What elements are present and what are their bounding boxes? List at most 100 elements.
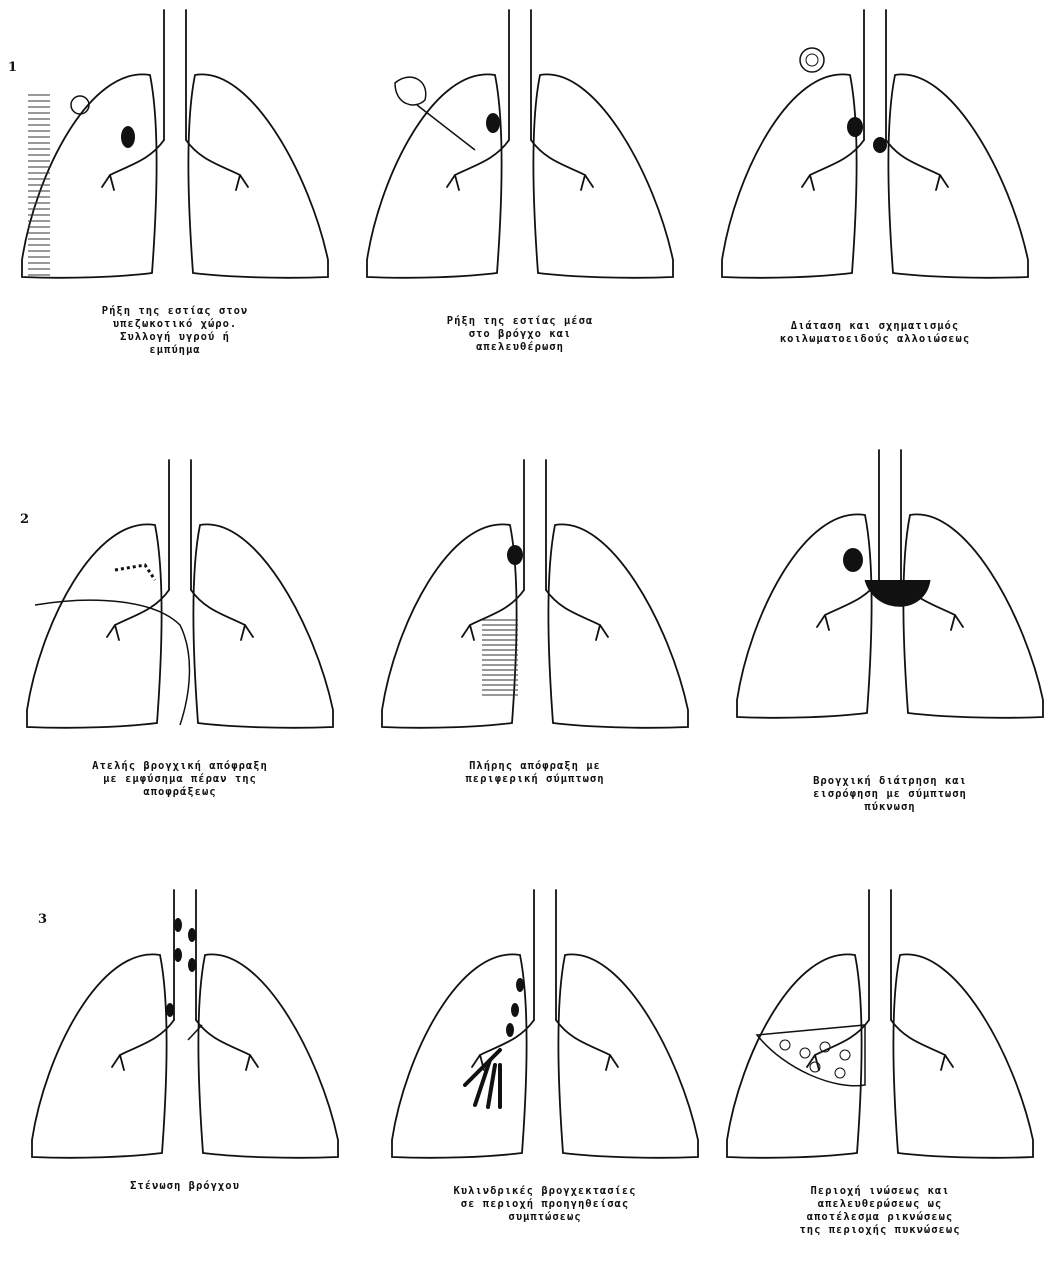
fibrosis-area	[757, 1025, 865, 1086]
caption-line: Ατελής βρογχική απόφραξη	[30, 760, 330, 773]
lung-outline-group	[367, 10, 673, 278]
main-bronchi	[462, 590, 608, 640]
panel-caption-6: Βρογχική διάτρηση καιεισρόφηση με σύμπτω…	[740, 775, 1040, 814]
hilar-node	[847, 117, 863, 137]
cavity-circle	[800, 48, 824, 72]
ruptured-focus	[395, 77, 475, 150]
caption-line: Ρήξη της εστίας μέσα	[370, 315, 670, 328]
lung-outline-group	[382, 460, 688, 728]
lesion-marks	[800, 48, 887, 153]
caption-line: Κυλινδρικές βρογχεκτασίες	[395, 1185, 695, 1198]
lung-outline-group	[22, 10, 328, 278]
trachea	[164, 10, 186, 140]
trachea	[169, 460, 191, 590]
lesion-marks	[395, 77, 500, 150]
cavity-inner	[806, 54, 818, 66]
bronchiectasis-node	[506, 1023, 514, 1037]
fibrosis-bubble	[835, 1068, 845, 1078]
right-lung-outline	[193, 524, 333, 727]
left-lung-outline	[727, 954, 862, 1157]
panel-caption-5: Πλήρης απόφραξη μεπεριφερική σύμπτωση	[385, 760, 685, 786]
caption-line: Ρήξη της εστίας στον	[25, 305, 325, 318]
caption-line: Συλλογή υγρού ή	[25, 331, 325, 344]
trachea	[509, 10, 531, 140]
left-lung-outline	[722, 74, 857, 277]
panel-7: Στένωση βρόγχου	[20, 885, 350, 1285]
main-bronchi	[112, 1020, 258, 1070]
panel-caption-2: Ρήξη της εστίας μέσαστο βρόγχο καιαπελευ…	[370, 315, 670, 354]
lung-diagram-6	[725, 445, 1045, 735]
bronchiectasis-node	[516, 978, 524, 992]
fibrosis-bubble	[780, 1040, 790, 1050]
left-lung-outline	[392, 954, 527, 1157]
lesion-marks	[482, 545, 523, 695]
caption-line: απελευθερώσεως ως	[730, 1198, 1030, 1211]
lesion-marks	[35, 565, 189, 725]
caption-line: απελευθέρωση	[370, 341, 670, 354]
stenosis-node	[188, 958, 196, 972]
stenosis-node	[174, 918, 182, 932]
cavity-circle	[71, 96, 89, 114]
lung-diagram-2	[355, 5, 685, 295]
caption-line: σε περιοχή προηγηθείσας	[395, 1198, 695, 1211]
trachea	[524, 460, 546, 590]
caption-line: συμπτώσεως	[395, 1211, 695, 1224]
caption-line: αποτέλεσμα ρικνώσεως	[730, 1211, 1030, 1224]
left-lung-outline	[737, 514, 872, 717]
hilar-node	[507, 545, 523, 565]
main-bronchi	[472, 1020, 618, 1070]
panel-caption-9: Περιοχή ινώσεως καιαπελευθερώσεως ωςαποτ…	[730, 1185, 1030, 1237]
right-lung-outline	[533, 74, 673, 277]
main-bronchi	[107, 590, 253, 640]
lung-outline-group	[727, 890, 1033, 1158]
bronchiectasis-node	[511, 1003, 519, 1017]
lung-diagram-7	[20, 885, 350, 1175]
caption-line: πύκνωση	[740, 801, 1040, 814]
right-lung-outline	[188, 74, 328, 277]
right-lung-outline	[903, 514, 1043, 717]
right-lung-outline	[888, 74, 1028, 277]
arrow-mark	[188, 1025, 202, 1040]
panel-caption-4: Ατελής βρογχική απόφραξημε εμφύσημα πέρα…	[30, 760, 330, 799]
stenosis-node	[174, 948, 182, 962]
left-lung-outline	[32, 954, 167, 1157]
hilar-node	[121, 126, 135, 148]
trachea	[879, 450, 901, 580]
caption-line: υπεζωκοτικό χώρο.	[25, 318, 325, 331]
caption-line: Πλήρης απόφραξη με	[385, 760, 685, 773]
lesion-marks	[757, 1025, 865, 1086]
left-lung-outline	[367, 74, 502, 277]
main-bronchi	[102, 140, 248, 190]
lung-diagram-3	[710, 5, 1040, 295]
caption-line: Διάταση και σχηματισμός	[725, 320, 1025, 333]
stenosis-node	[188, 928, 196, 942]
fibrosis-bubble	[800, 1048, 810, 1058]
caption-line: Στένωση βρόγχου	[35, 1180, 335, 1193]
right-lung-outline	[548, 524, 688, 727]
caption-line: Βρογχική διάτρηση και	[740, 775, 1040, 788]
lesion-marks	[465, 978, 524, 1107]
hilar-node	[486, 113, 500, 133]
panel-6: Βρογχική διάτρηση καιεισρόφηση με σύμπτω…	[725, 445, 1045, 845]
right-lung-outline	[558, 954, 698, 1157]
lung-diagram-1	[10, 5, 340, 295]
stenosis-node	[166, 1003, 174, 1017]
caption-line: Περιοχή ινώσεως και	[730, 1185, 1030, 1198]
panel-9: Περιοχή ινώσεως καιαπελευθερώσεως ωςαποτ…	[715, 885, 1045, 1285]
lung-outline-group	[27, 460, 333, 728]
lung-diagram-8	[380, 885, 710, 1175]
lung-diagram-4	[15, 455, 345, 745]
panel-caption-7: Στένωση βρόγχου	[35, 1180, 335, 1193]
lesion-marks	[28, 95, 135, 275]
left-lung-outline	[27, 524, 162, 727]
main-bronchi	[447, 140, 593, 190]
caption-line: εμπύημα	[25, 344, 325, 357]
caption-line: περιφερική σύμπτωση	[385, 773, 685, 786]
